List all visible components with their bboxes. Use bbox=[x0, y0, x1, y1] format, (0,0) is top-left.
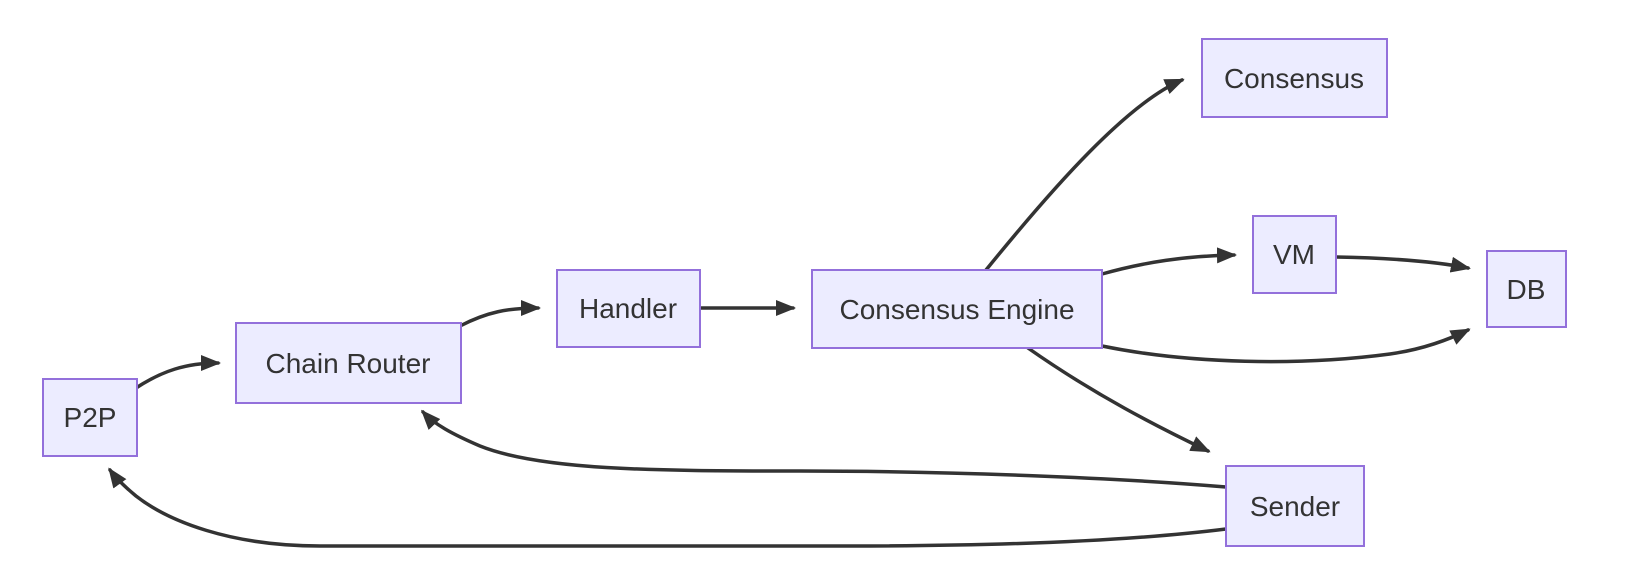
edge-sender-to-p2p bbox=[108, 467, 1228, 548]
node-vm-label: VM bbox=[1273, 239, 1315, 270]
edge-sender-to-chain-router bbox=[420, 409, 1228, 489]
node-consensus: Consensus bbox=[1201, 38, 1388, 118]
node-consensus-engine: Consensus Engine bbox=[811, 269, 1103, 349]
node-layer: P2P Chain Router Handler Consensus Engin… bbox=[42, 38, 1567, 547]
node-handler-label: Handler bbox=[579, 293, 677, 324]
node-handler: Handler bbox=[556, 269, 701, 348]
node-sender-label: Sender bbox=[1250, 491, 1340, 522]
node-p2p-box bbox=[42, 378, 138, 457]
node-consensus-label: Consensus bbox=[1224, 63, 1364, 94]
node-sender: Sender bbox=[1225, 465, 1365, 547]
node-chain-router: Chain Router bbox=[235, 322, 462, 404]
edge-layer bbox=[108, 78, 1471, 548]
edge-consensus-engine-to-sender bbox=[1026, 346, 1211, 453]
node-handler-box bbox=[556, 269, 701, 348]
node-sender-box bbox=[1225, 465, 1365, 547]
node-consensus-box bbox=[1201, 38, 1388, 118]
edge-consensus-engine-to-db bbox=[1100, 328, 1471, 364]
node-db: DB bbox=[1486, 250, 1567, 328]
edge-consensus-engine-to-consensus bbox=[984, 78, 1185, 272]
node-p2p-label: P2P bbox=[64, 402, 117, 433]
node-consensus-engine-box bbox=[811, 269, 1103, 349]
edge-vm-to-db bbox=[1334, 255, 1471, 273]
edge-chain-router-to-handler bbox=[458, 300, 541, 328]
node-vm-box bbox=[1252, 215, 1337, 294]
edge-p2p-to-chain-router bbox=[134, 355, 221, 390]
node-consensus-engine-label: Consensus Engine bbox=[839, 294, 1074, 325]
node-p2p: P2P bbox=[42, 378, 138, 457]
node-chain-router-label: Chain Router bbox=[266, 348, 431, 379]
node-vm: VM bbox=[1252, 215, 1337, 294]
node-chain-router-box bbox=[235, 322, 462, 404]
edge-consensus-engine-to-vm bbox=[1100, 247, 1237, 276]
node-db-box bbox=[1486, 250, 1567, 328]
node-db-label: DB bbox=[1507, 274, 1546, 305]
